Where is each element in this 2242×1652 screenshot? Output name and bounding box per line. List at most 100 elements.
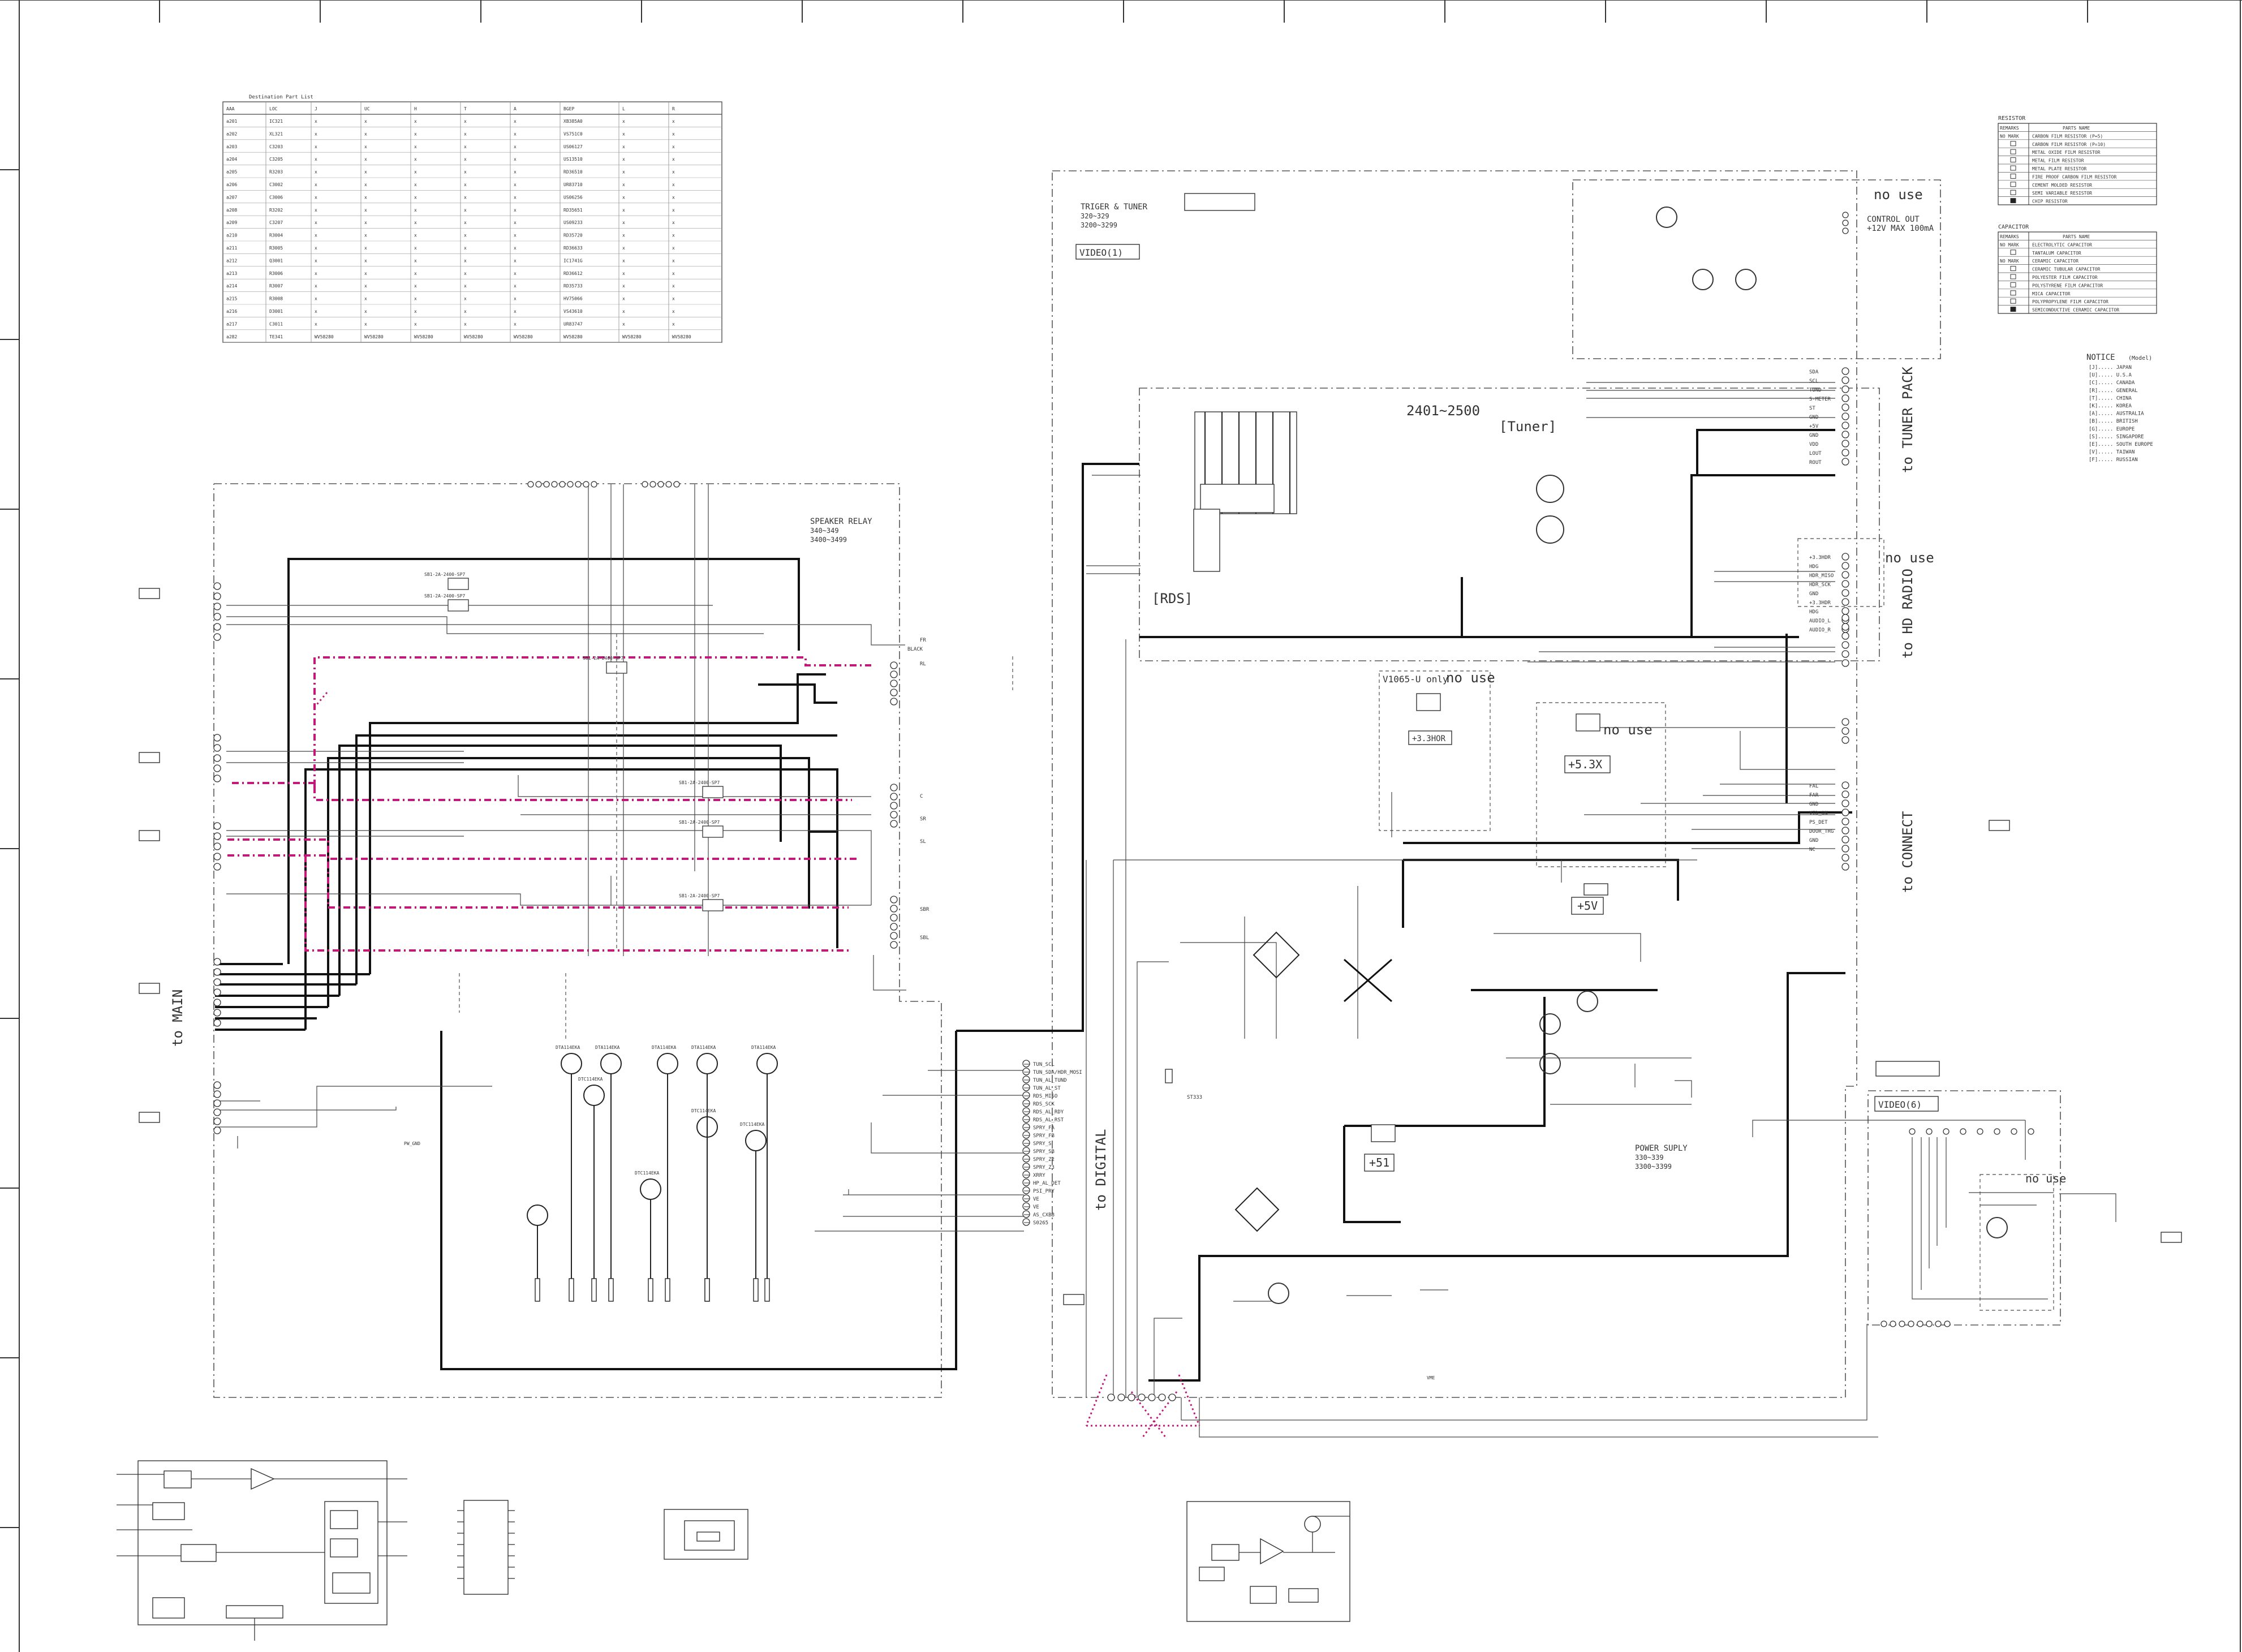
parts-table-cell: x (414, 271, 417, 276)
parts-table-cell: x (464, 309, 467, 314)
connector-pin (890, 905, 898, 913)
resistor_legend-row-name: SEMI VARIABLE RESISTOR (2032, 191, 2092, 196)
hd_radio_pins-label: +3.3HDR (1809, 600, 1831, 606)
driver-transistor (561, 1053, 582, 1074)
parts-table-cell: x (672, 220, 675, 225)
tuner_pack_pins-label: ROUT (1809, 460, 1822, 466)
driver-transistor-label: DTC114EKA (691, 1108, 716, 1113)
left-markers (139, 588, 2182, 1305)
parts-table-cell: a208 (226, 208, 237, 213)
to-hd-radio-label: to HD RADIO (1900, 569, 1916, 659)
driver-resistor (764, 1278, 770, 1302)
parts-table-cell: a205 (226, 170, 237, 175)
resistor_legend-symbol-mark (2010, 190, 2016, 195)
relay-label: SB1-2A-2400-SP7 (679, 820, 720, 825)
parts-table-cell: a217 (226, 321, 237, 326)
vme-label: VME (1427, 1375, 1435, 1380)
notice-entry: [V]..... TAIWAN (2089, 450, 2135, 455)
resistor_legend-symbol-mark (2010, 149, 2016, 154)
connector-pin (213, 822, 221, 830)
header-pin (642, 481, 648, 488)
parts-table-cell: x (622, 258, 625, 263)
parts-table-cell: x (315, 131, 317, 136)
parts-table-frame (222, 101, 722, 343)
to-tuner-pack-label: to TUNER PACK (1900, 367, 1916, 473)
notice-entry: [R]..... GENERAL (2089, 388, 2138, 394)
parts-table-cell: US06127 (563, 144, 583, 149)
parts-table-cell: x (315, 182, 317, 187)
parts-table-cell: x (622, 233, 625, 238)
speaker-relays: SB1-2A-2400-SP7SB1-2A-2400-SP7SB1-2A-240… (424, 572, 724, 911)
connect_pins-label: GND (1809, 838, 1818, 844)
header-pin (559, 481, 566, 488)
connect_pins-label: VID_ON (1809, 811, 1828, 816)
capacitor_legend-row-remark: NO MARK (2000, 259, 2019, 264)
parts-table-cell: RD35720 (563, 233, 583, 238)
parts-table-cell: x (514, 170, 517, 175)
power-supply-range-2: 3300~3399 (1635, 1163, 1672, 1171)
bottom-pin (1168, 1393, 1176, 1401)
connector-pin (1841, 403, 1849, 411)
connector-pin (890, 689, 898, 696)
parts-table-cell: R3005 (269, 246, 283, 251)
header-pin (527, 481, 534, 488)
parts-table-cell: x (464, 246, 467, 251)
tuner-label: [Tuner] (1499, 419, 1556, 434)
parts-table-cell: x (672, 195, 675, 200)
driver-transistor (696, 1053, 718, 1074)
parts-table-cell: x (622, 283, 625, 289)
driver-transistor (600, 1053, 622, 1074)
ic-block-diagram-3 (1186, 1501, 1350, 1622)
connector-pin (213, 832, 221, 840)
ic-block-diagram-1 (117, 1460, 407, 1641)
connector-pin (890, 670, 898, 678)
connector-pin (1022, 1107, 1030, 1115)
parts-table-cell: a213 (226, 271, 237, 276)
connector-pin (1841, 808, 1849, 816)
connector-pin (213, 958, 221, 966)
hd-radio-pins: +3.3HDRHDGHDR_MISOHDR_SCKGND+3.3HDRHDGAU… (1809, 555, 1834, 633)
connector-pin (213, 744, 221, 752)
parts-table-cell: a210 (226, 233, 237, 238)
capacitor_legend-row-name: MICA CAPACITOR (2032, 291, 2071, 296)
parts-table-cell: HV75066 (563, 296, 583, 302)
connector-pin (1841, 736, 1849, 744)
digital-signal-label: AS_CXBB (1033, 1212, 1055, 1218)
reg-5v-label: +5V (1577, 899, 1598, 913)
connector-pin (1841, 854, 1849, 862)
connector-pin (213, 842, 221, 850)
capacitor_legend-header-name: PARTS NAME (2063, 234, 2090, 239)
connector-pin (213, 734, 221, 742)
video6-pin (1880, 1320, 1887, 1327)
parts-table-cell: x (622, 144, 625, 149)
parts-table-cell: x (464, 233, 467, 238)
digital-signal-label: TUN_SCL (1033, 1062, 1055, 1068)
parts-table-header-cell: BGEP (563, 106, 574, 111)
parts-table-cell: XL321 (269, 131, 283, 136)
connector-pin (1022, 1178, 1030, 1186)
resistor_legend-symbol-mark (2010, 198, 2016, 204)
parts-table-header-cell: LOC (269, 106, 278, 111)
parts-table-cell: RD36510 (563, 170, 583, 175)
connector-pin (1022, 1068, 1030, 1075)
parts-table-cell: x (514, 321, 517, 326)
parts-table-cell: x (514, 157, 517, 162)
bridge-rectifier-1 (1253, 931, 1300, 979)
to-digital-label: to DIGITAL (1093, 1129, 1109, 1211)
capacitor_legend-row-name: ELECTROLYTIC CAPACITOR (2032, 242, 2092, 247)
driver-transistor (756, 1053, 778, 1074)
parts-table-cell: x (672, 144, 675, 149)
capacitor_legend-header-remarks: REMARKS (2000, 234, 2019, 239)
connector-pin (1022, 1115, 1030, 1123)
connector-pin (890, 679, 898, 687)
capacitor_legend-row-name: CERAMIC CAPACITOR (2032, 259, 2079, 264)
parts-table-header-cell: L (622, 106, 625, 111)
parts-table-cell: x (414, 144, 417, 149)
speaker-output-label: SL (920, 839, 926, 845)
connector-pin (213, 623, 221, 631)
connector-pin (213, 613, 221, 621)
parts-table-cell: a203 (226, 144, 237, 149)
connector-pin (1022, 1171, 1030, 1178)
parts-table-cell: x (672, 271, 675, 276)
